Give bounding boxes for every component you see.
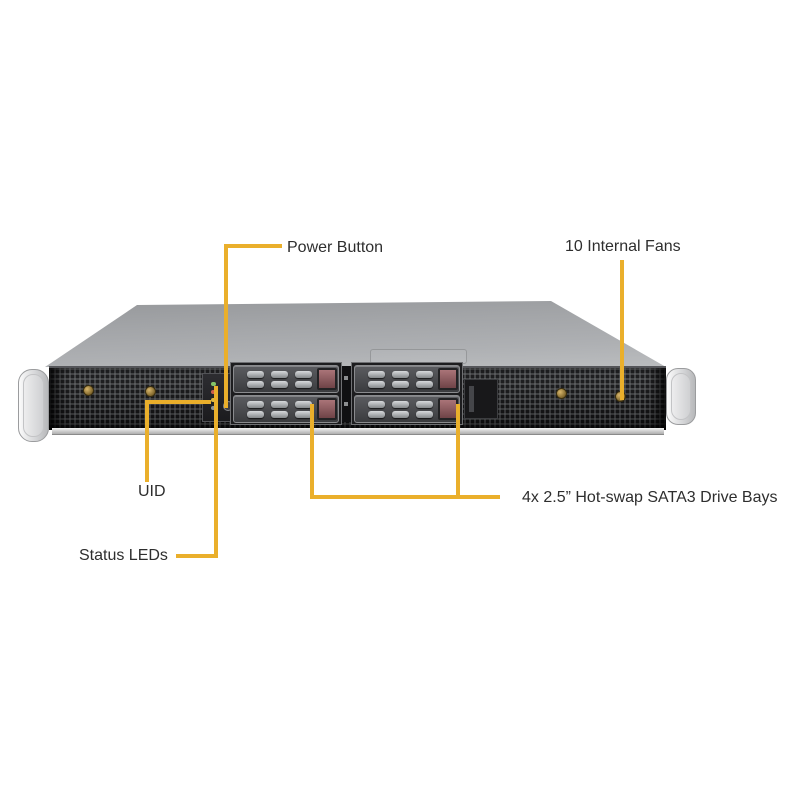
front-aux-panel (464, 379, 498, 419)
tray-vent-slot (271, 411, 288, 418)
pull-tab (469, 386, 474, 412)
drive-tray-latch (438, 368, 458, 390)
chassis-top-panel (45, 301, 666, 367)
callout-line-power-button-vertical (224, 244, 228, 408)
fan-screw (145, 386, 156, 397)
tray-vent-slot (416, 371, 433, 378)
drive-tray-latch (317, 398, 337, 420)
tray-vent-slot (247, 401, 264, 408)
label-status-leds: Status LEDs (79, 547, 168, 564)
tray-vent-slot (271, 371, 288, 378)
drive-bay-group-left (230, 362, 342, 425)
tray-vent-slot (247, 411, 264, 418)
status-led (211, 382, 216, 386)
tray-vent-slot (271, 401, 288, 408)
drive-tray (354, 395, 460, 423)
tray-vent-slot (247, 371, 264, 378)
tray-vent-slot (392, 411, 409, 418)
tray-vent-slot (247, 381, 264, 388)
label-power-button: Power Button (287, 239, 384, 256)
left-rack-handle-grip (23, 374, 44, 437)
drive-tray-latch (438, 398, 458, 420)
tray-vent-slot (295, 401, 312, 408)
chassis-bottom-edge (52, 428, 664, 435)
callout-line-uid-vertical (145, 400, 149, 482)
mounting-hole (344, 376, 348, 380)
label-internal-fans: 10 Internal Fans (565, 238, 681, 255)
drive-tray (233, 395, 339, 423)
drive-tray-latch (317, 368, 337, 390)
tray-vent-slot (416, 411, 433, 418)
right-rack-handle (666, 368, 696, 425)
tray-vent-slot (368, 381, 385, 388)
tray-vent-slot (271, 381, 288, 388)
tray-vent-slot (295, 411, 312, 418)
callout-line-drive-bays-horizontal (310, 495, 500, 499)
callout-line-uid-horizontal (145, 400, 211, 404)
tray-vent-slot (416, 381, 433, 388)
callout-line-drive-bays-left (310, 404, 314, 499)
tray-vent-slot (368, 411, 385, 418)
callout-line-internal-fans (620, 260, 624, 400)
left-rack-handle (18, 369, 49, 442)
drive-tray (233, 365, 339, 393)
uid-led (211, 398, 216, 402)
callout-line-status-leds-vertical (214, 386, 218, 558)
tray-vent-slot (392, 371, 409, 378)
drive-tray (354, 365, 460, 393)
tray-vent-slot (392, 381, 409, 388)
bay-divider (342, 366, 351, 422)
fan-screw (83, 385, 94, 396)
drive-bay-group-right (351, 362, 463, 425)
label-uid: UID (138, 483, 166, 500)
tray-vent-slot (392, 401, 409, 408)
fan-screw (556, 388, 567, 399)
tray-vent-slot (368, 401, 385, 408)
mounting-hole (344, 402, 348, 406)
callout-line-power-button-horizontal (224, 244, 282, 248)
tray-vent-slot (368, 371, 385, 378)
label-drive-bays: 4x 2.5” Hot-swap SATA3 Drive Bays (522, 489, 778, 506)
tray-vent-slot (295, 371, 312, 378)
callout-line-drive-bays-right (456, 404, 460, 499)
status-led (211, 390, 216, 394)
tray-vent-slot (295, 381, 312, 388)
right-rack-handle-grip (671, 373, 691, 420)
status-led (211, 406, 216, 410)
callout-line-status-leds-horizontal (176, 554, 216, 558)
tray-vent-slot (416, 401, 433, 408)
